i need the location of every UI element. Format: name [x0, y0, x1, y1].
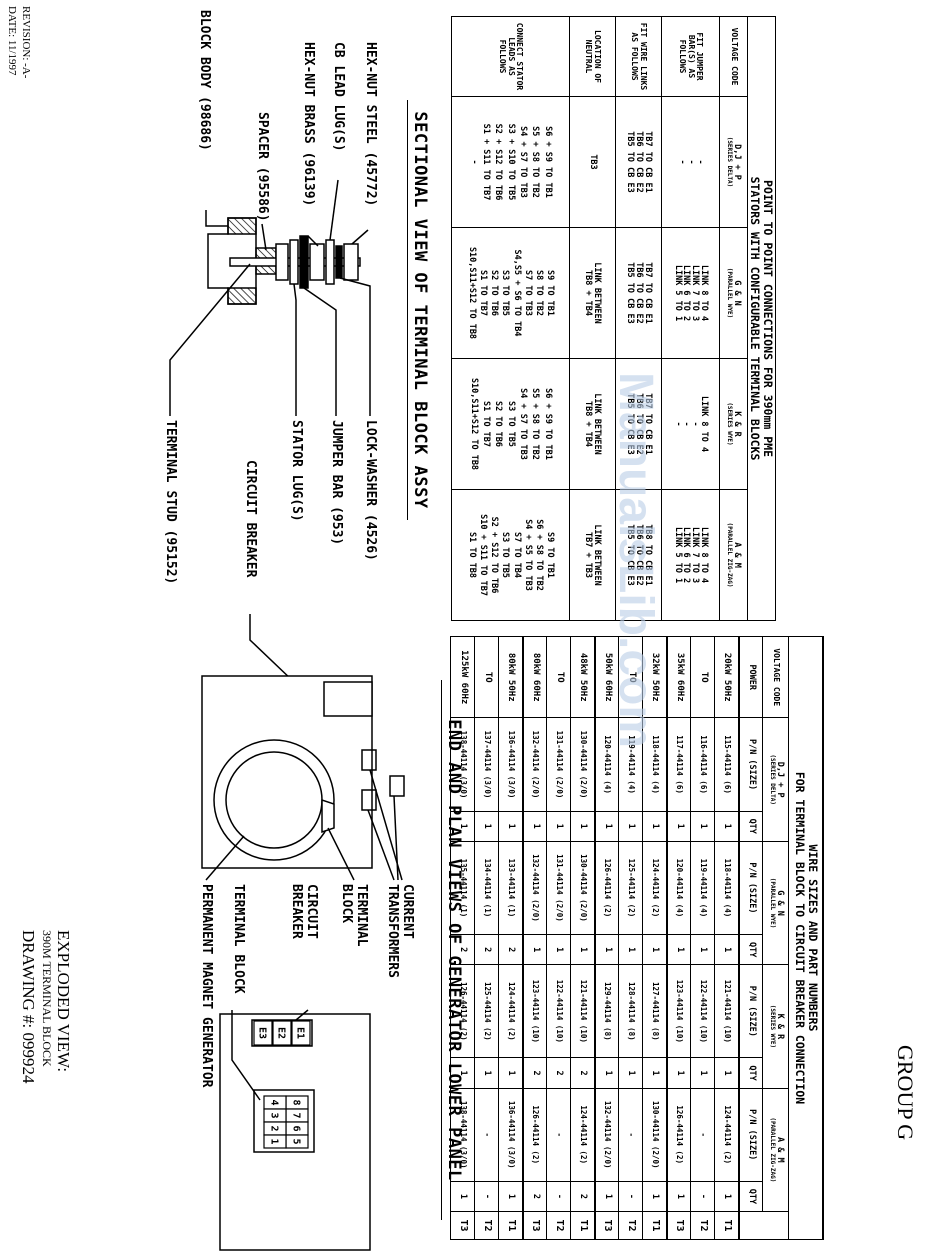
- end-view-terminal-block: [321, 798, 335, 834]
- plan-terminals: E1 E2 E3 8 7 6 5 4 3 2 1: [253, 1020, 311, 1149]
- leader-hex-nut-steel: [351, 229, 369, 245]
- leader-spacer: [261, 223, 267, 251]
- tb-terminal: 2: [269, 1125, 280, 1131]
- cb-lead-lug-part: [325, 239, 335, 285]
- leader-plan-tb: [231, 1010, 261, 1101]
- end-view-breaker: [323, 681, 373, 717]
- cb-terminal-box: [291, 1020, 311, 1046]
- leader-jumper-bar: [303, 287, 337, 416]
- lower-nut-part: [275, 243, 289, 281]
- leader-ct-2: [393, 795, 399, 881]
- end-view-pmg-outer: [213, 739, 335, 861]
- tb-terminal-box: [263, 1134, 287, 1149]
- cb-terminal: E2: [276, 1027, 287, 1039]
- cb-terminal: E1: [295, 1027, 306, 1039]
- leader-terminal-stud: [169, 263, 251, 416]
- leader-ct-3: [367, 809, 395, 881]
- tb-terminal: 1: [269, 1138, 280, 1144]
- cb-terminal-box: [253, 1020, 273, 1046]
- ct-1: [361, 749, 377, 771]
- block-body-right-hatch: [227, 287, 257, 305]
- end-view: [201, 675, 405, 881]
- cb-terminal: E3: [257, 1027, 268, 1039]
- jumper-bar-part: [299, 235, 309, 289]
- leader-terminal-block-top: [327, 827, 355, 881]
- watermark-text: ManualsLib.com: [609, 372, 662, 748]
- leader-cb-lead-lug: [329, 179, 339, 241]
- leader-lock-washer: [339, 277, 371, 416]
- block-body-left-hatch: [227, 217, 257, 235]
- leader-block-body: [205, 210, 228, 227]
- sectional-assembly: [169, 179, 371, 683]
- lock-washer-part: [335, 245, 343, 279]
- tb-terminal: 5: [291, 1138, 302, 1144]
- tb-terminal: 3: [269, 1112, 280, 1118]
- leader-pmg: [205, 835, 245, 881]
- tb-terminal: 6: [291, 1125, 302, 1131]
- leader-plan-cb: [295, 1009, 309, 1021]
- cb-terminal-box: [272, 1020, 292, 1046]
- tb-terminal: 8: [291, 1099, 302, 1105]
- leader-stator-lug: [293, 283, 297, 416]
- hex-nut-steel-part: [343, 243, 359, 281]
- tb-terminal: 7: [291, 1112, 302, 1118]
- ct-2: [389, 775, 405, 797]
- leader-circuit-breaker: [249, 614, 295, 683]
- stator-lug-part: [289, 239, 299, 285]
- leader-hex-nut-brass: [307, 235, 319, 247]
- hex-nut-brass-part: [309, 243, 325, 281]
- ct-3: [361, 789, 377, 811]
- tb-terminal: 4: [269, 1099, 280, 1105]
